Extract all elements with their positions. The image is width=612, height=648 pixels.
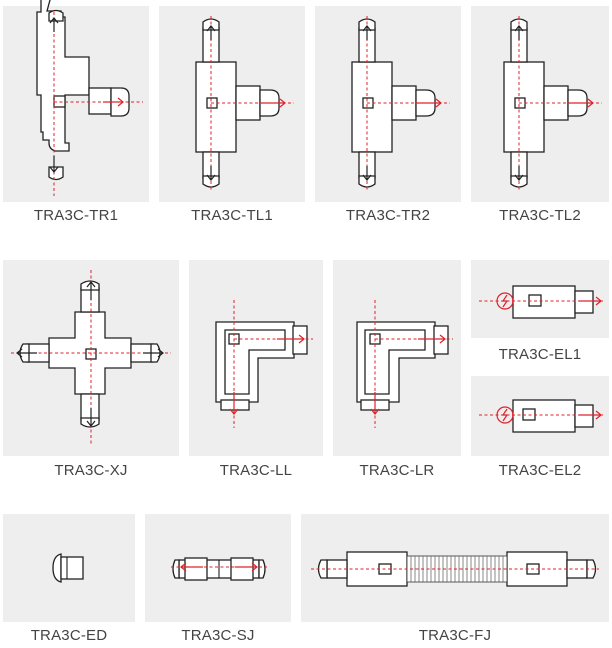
connector-tile-el2 [471, 376, 609, 456]
cross-connector-xj-diagram [11, 270, 171, 444]
connector-tile-tr2 [315, 6, 461, 202]
l-connector-lr-diagram [356, 300, 453, 428]
connector-label-fj: TRA3C-FJ [418, 627, 492, 644]
connector-tile-sj [145, 514, 291, 622]
connector-label-lr: TRA3C-LR [359, 462, 435, 479]
connector-label-el2: TRA3C-EL2 [498, 462, 582, 479]
connector-label-tr2: TRA3C-TR2 [345, 207, 431, 224]
flexible-joiner-fj-diagram [311, 551, 599, 587]
connector-tile-ll [189, 260, 323, 456]
connector-label-el1: TRA3C-EL1 [498, 346, 582, 363]
tee-connector-tl1-diagram [195, 16, 294, 190]
connector-label-ll: TRA3C-LL [219, 462, 293, 479]
connector-label-ed: TRA3C-ED [30, 627, 108, 644]
connector-tile-xj [3, 260, 179, 456]
connector-tile-ed [3, 514, 135, 622]
connector-label-xj: TRA3C-XJ [54, 462, 128, 479]
l-connector-ll-diagram [215, 300, 313, 428]
tee-connector-tr1-diagram [36, 0, 143, 196]
power-feed-icon [496, 292, 514, 310]
connector-tile-fj [301, 514, 609, 622]
connector-label-tl2: TRA3C-TL2 [499, 207, 581, 224]
connector-label-tl1: TRA3C-TL1 [191, 207, 273, 224]
connector-tile-el1 [471, 260, 609, 338]
end-cap-ed-diagram [52, 553, 84, 583]
connector-tile-lr [333, 260, 461, 456]
connector-tile-tl2 [471, 6, 609, 202]
connector-tile-tl1 [159, 6, 305, 202]
connector-label-tr1: TRA3C-TR1 [33, 207, 119, 224]
power-feed-icon [496, 406, 514, 424]
end-feed-connector-el2-diagram [479, 399, 605, 433]
end-feed-connector-el1-diagram [479, 285, 605, 319]
tee-connector-tr2-diagram [351, 16, 450, 190]
straight-joiner-sj-diagram [171, 557, 267, 581]
connector-tile-tr1 [3, 0, 149, 202]
tee-connector-tl2-diagram [503, 16, 602, 190]
connector-label-sj: TRA3C-SJ [181, 627, 255, 644]
